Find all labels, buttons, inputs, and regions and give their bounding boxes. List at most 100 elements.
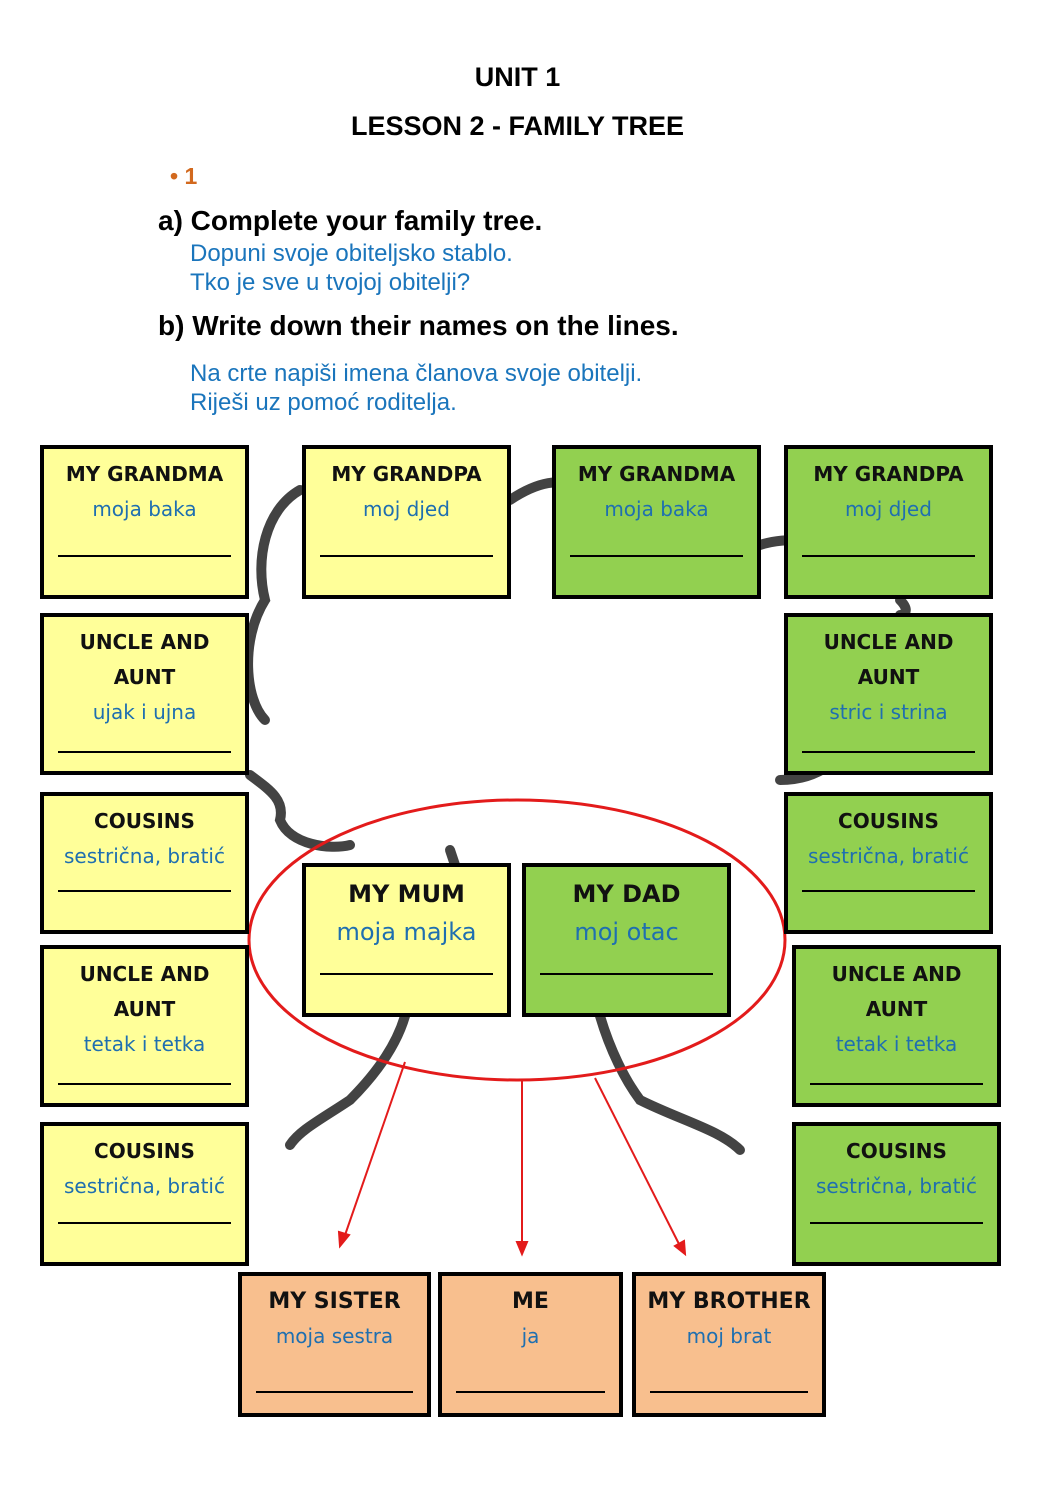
family-box-cousins: COUSINS sestrična, bratić: [40, 792, 249, 934]
family-box-my-sister: MY SISTER moja sestra: [238, 1272, 431, 1417]
box-translation: tetak i tetka: [83, 1032, 206, 1056]
box-translation: sestrična, bratić: [808, 844, 969, 868]
box-title-line: UNCLE AND: [79, 962, 210, 986]
name-write-line[interactable]: [58, 751, 231, 753]
exercise-number-text: 1: [184, 163, 198, 189]
box-title: UNCLE AND AUNT: [44, 957, 245, 1027]
highlight-ellipse: [247, 798, 787, 1082]
box-title-line: MY GRANDPA: [813, 462, 964, 486]
box-translation: moj brat: [686, 1324, 772, 1348]
box-title: COUSINS: [44, 804, 245, 839]
name-write-line[interactable]: [802, 751, 975, 753]
box-title-line: AUNT: [113, 997, 176, 1021]
box-translation: tetak i tetka: [835, 1032, 958, 1056]
box-title-line: COUSINS: [846, 1139, 947, 1163]
box-translation: moja sestra: [275, 1324, 394, 1348]
box-translation: ujak i ujna: [92, 700, 197, 724]
box-title-line: MY GRANDMA: [65, 462, 224, 486]
family-box-my-grandma: MY GRANDMA moja baka: [552, 445, 761, 599]
box-title: MY GRANDMA: [556, 457, 757, 492]
box-title: MY GRANDPA: [306, 457, 507, 492]
box-translation: sestrična, bratić: [816, 1174, 977, 1198]
arrowhead: [673, 1239, 687, 1257]
family-box-cousins: COUSINS sestrična, bratić: [784, 792, 993, 934]
box-title-line: UNCLE AND: [831, 962, 962, 986]
box-translation: stric i strina: [829, 700, 948, 724]
box-title: MY SISTER: [242, 1284, 427, 1319]
box-title: MY DAD: [526, 877, 727, 912]
name-write-line[interactable]: [58, 890, 231, 892]
family-box-my-grandpa: MY GRANDPA moj djed: [784, 445, 993, 599]
arrowhead: [337, 1230, 351, 1249]
name-write-line[interactable]: [810, 1083, 983, 1085]
box-title-line: COUSINS: [838, 809, 939, 833]
family-box-my-grandpa: MY GRANDPA moj djed: [302, 445, 511, 599]
box-title-line: AUNT: [865, 997, 928, 1021]
family-box-uncle-and-aunt: UNCLE AND AUNT tetak i tetka: [792, 945, 1001, 1107]
instruction-b-translation: Na crte napiši imena članova svoje obite…: [190, 359, 642, 417]
name-write-line[interactable]: [802, 890, 975, 892]
name-write-line[interactable]: [456, 1391, 605, 1393]
box-translation: moja baka: [92, 497, 197, 521]
box-title-line: COUSINS: [94, 809, 195, 833]
box-translation: sestrična, bratić: [64, 844, 225, 868]
translation-line: Na crte napiši imena članova svoje obite…: [190, 360, 643, 387]
box-title-line: MY SISTER: [268, 1289, 401, 1314]
name-write-line[interactable]: [256, 1391, 413, 1393]
family-box-my-mum: MY MUM moja majka: [302, 863, 511, 1017]
box-title: MY BROTHER: [636, 1284, 822, 1319]
instruction-a: a) Complete your family tree.: [158, 205, 543, 236]
name-write-line[interactable]: [540, 973, 713, 975]
box-title-line: MY GRANDPA: [331, 462, 482, 486]
box-title: ME: [442, 1284, 619, 1319]
box-translation: moja majka: [336, 918, 477, 946]
name-write-line[interactable]: [58, 555, 231, 557]
lesson-title: LESSON 2 - FAMILY TREE: [350, 111, 685, 141]
name-write-line[interactable]: [570, 555, 743, 557]
name-write-line[interactable]: [58, 1222, 231, 1224]
instruction-b: b) Write down their names on the lines.: [158, 310, 679, 341]
family-box-my-dad: MY DAD moj otac: [522, 863, 731, 1017]
name-write-line[interactable]: [320, 973, 493, 975]
box-title-line: UNCLE AND: [823, 630, 954, 654]
instruction-a-translation: Dopuni svoje obiteljsko stablo. Tko je s…: [190, 239, 513, 297]
translation-line: Dopuni svoje obiteljsko stablo.: [190, 240, 513, 267]
arrow-to-sister: [343, 1061, 406, 1239]
box-title: MY GRANDMA: [44, 457, 245, 492]
translation-line: Tko je sve u tvojoj obitelji?: [190, 269, 471, 296]
name-write-line[interactable]: [650, 1391, 808, 1393]
box-title-line: MY GRANDMA: [577, 462, 736, 486]
box-title-line: MY MUM: [348, 880, 465, 908]
box-title: COUSINS: [44, 1134, 245, 1169]
family-box-uncle-and-aunt: UNCLE AND AUNT tetak i tetka: [40, 945, 249, 1107]
box-translation: sestrična, bratić: [64, 1174, 225, 1198]
family-box-cousins: COUSINS sestrična, bratić: [40, 1122, 249, 1266]
box-translation: moj djed: [363, 497, 450, 521]
name-write-line[interactable]: [58, 1083, 231, 1085]
box-title: COUSINS: [796, 1134, 997, 1169]
name-write-line[interactable]: [810, 1222, 983, 1224]
box-title-line: MY DAD: [572, 880, 681, 908]
box-title-line: MY BROTHER: [647, 1289, 811, 1314]
name-write-line[interactable]: [320, 555, 493, 557]
family-box-my-brother: MY BROTHER moj brat: [632, 1272, 826, 1417]
translation-line: Riješi uz pomoć roditelja.: [190, 389, 457, 416]
box-title: MY MUM: [306, 877, 507, 912]
box-translation: ja: [521, 1324, 540, 1348]
box-title-line: ME: [512, 1289, 549, 1314]
family-box-my-grandma: MY GRANDMA moja baka: [40, 445, 249, 599]
box-title: COUSINS: [788, 804, 989, 839]
name-write-line[interactable]: [802, 555, 975, 557]
box-title: UNCLE AND AUNT: [796, 957, 997, 1027]
box-title-line: COUSINS: [94, 1139, 195, 1163]
box-translation: moj otac: [574, 918, 679, 946]
box-translation: moja baka: [604, 497, 709, 521]
arrowhead: [515, 1241, 529, 1257]
family-box-cousins: COUSINS sestrična, bratić: [792, 1122, 1001, 1266]
unit-title: UNIT 1: [474, 62, 561, 92]
box-translation: moj djed: [845, 497, 932, 521]
